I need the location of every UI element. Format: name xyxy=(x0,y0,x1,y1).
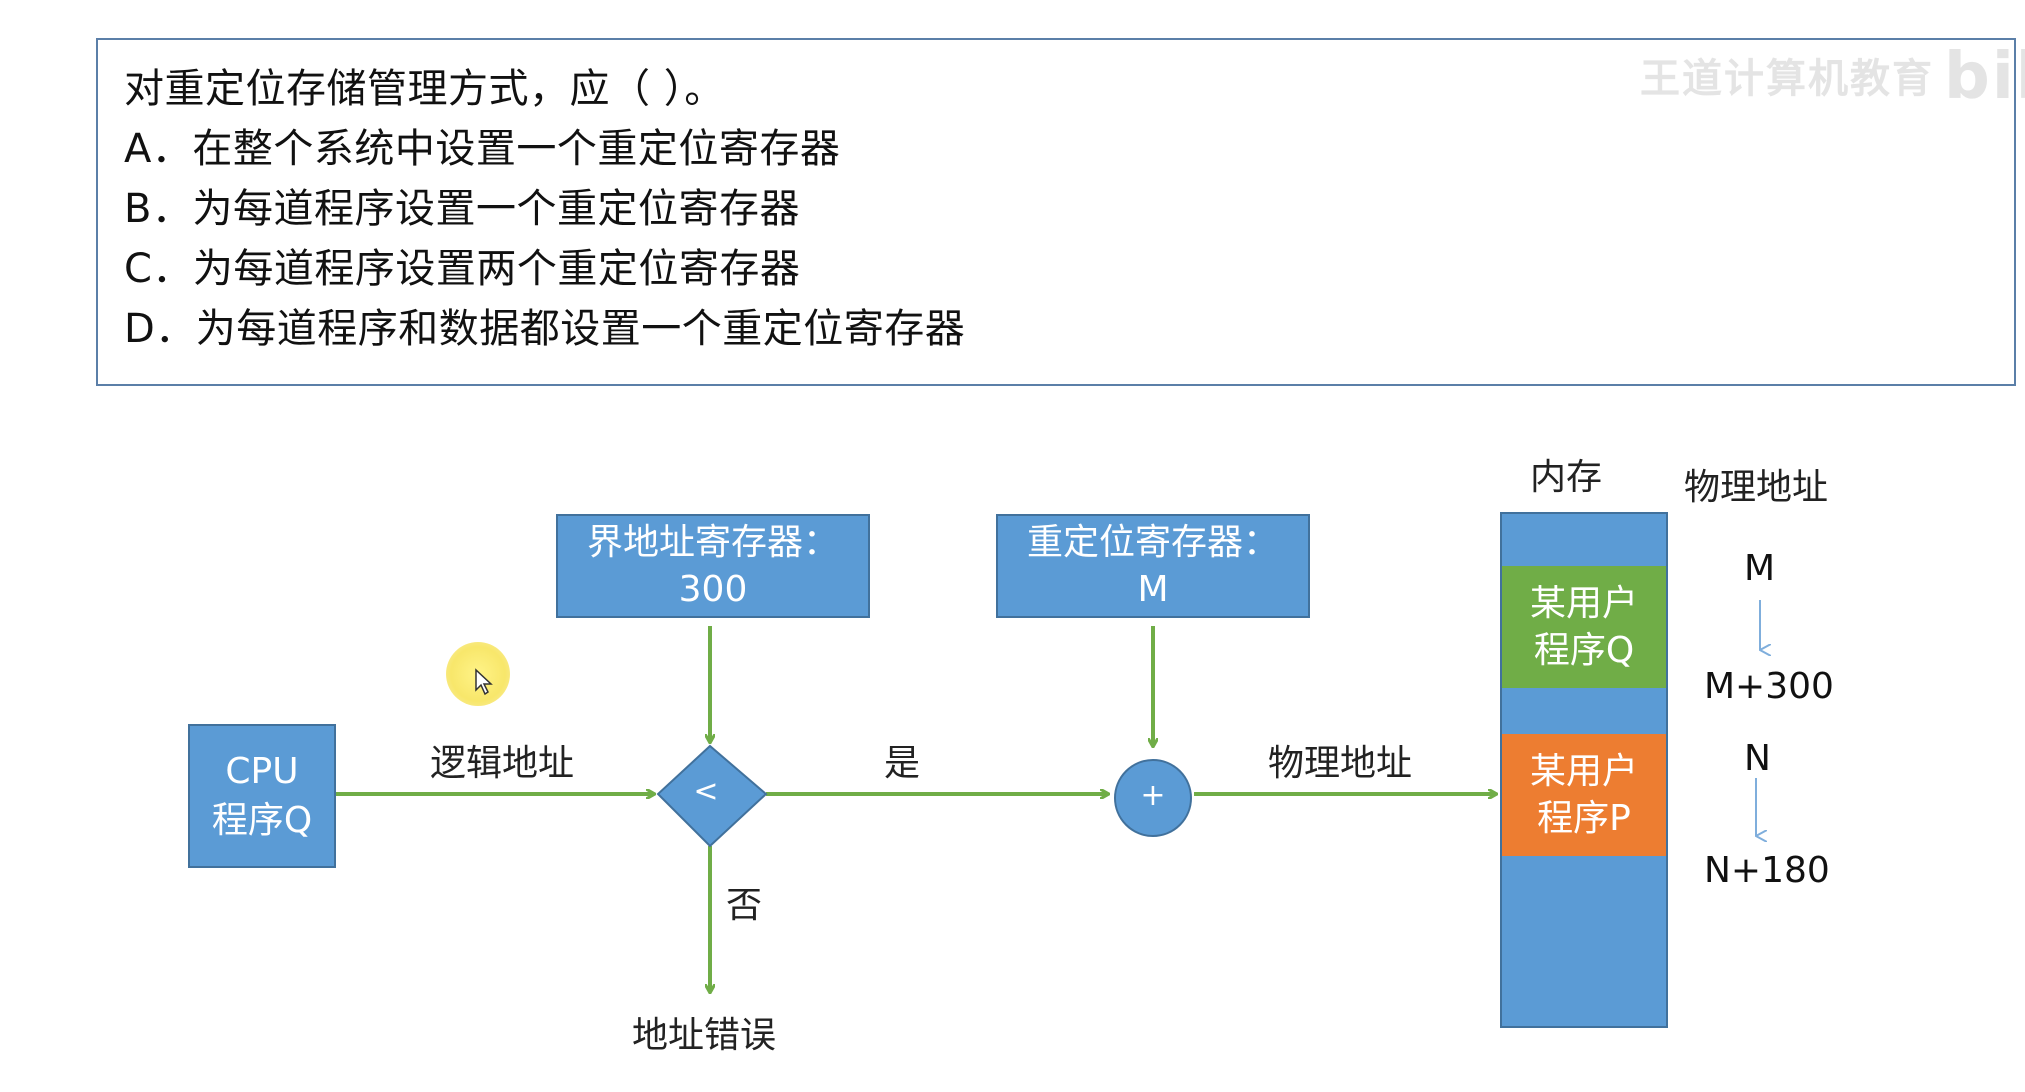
option-a: A．在整个系统中设置一个重定位寄存器 xyxy=(124,126,841,172)
program-p-line1: 某用户 xyxy=(1529,750,1638,792)
cpu-box: CPU 程序Q xyxy=(188,724,336,868)
physical-address-header: 物理地址 xyxy=(1684,467,1829,508)
address-m-end: M+300 xyxy=(1704,666,1834,707)
memory-program-p: 某用户 程序P xyxy=(1502,734,1666,856)
memory-title: 内存 xyxy=(1530,457,1603,498)
cpu-label: CPU xyxy=(225,750,299,792)
no-label: 否 xyxy=(726,885,763,926)
address-error-label: 地址错误 xyxy=(632,1015,777,1056)
relocation-register-box: 重定位寄存器： M xyxy=(996,514,1310,618)
mouse-pointer-icon xyxy=(475,668,493,696)
cpu-program-label: 程序Q xyxy=(211,800,313,841)
address-n-end: N+180 xyxy=(1704,850,1830,891)
program-q-line1: 某用户 xyxy=(1529,582,1638,624)
bound-register-title: 界地址寄存器： xyxy=(586,521,839,563)
memory-program-q: 某用户 程序Q xyxy=(1502,566,1666,688)
watermark-text: 王道计算机教育 xyxy=(1640,56,1934,102)
question-stem: 对重定位存储管理方式，应（ ）。 xyxy=(124,66,725,112)
physical-address-label: 物理地址 xyxy=(1268,743,1413,784)
add-symbol: + xyxy=(1140,778,1166,813)
option-d: D．为每道程序和数据都设置一个重定位寄存器 xyxy=(124,306,966,352)
logical-address-label: 逻辑地址 xyxy=(430,743,575,784)
watermark: 王道计算机教育bili xyxy=(1640,40,2025,114)
compare-symbol: < xyxy=(693,774,719,809)
bound-register-value: 300 xyxy=(678,569,748,610)
relocation-register-value: M xyxy=(1137,569,1169,610)
yes-label: 是 xyxy=(884,743,921,784)
adder-circle xyxy=(1114,759,1192,837)
program-q-line2: 程序Q xyxy=(1533,630,1635,671)
option-c: C．为每道程序设置两个重定位寄存器 xyxy=(124,246,801,292)
compare-diamond xyxy=(656,744,768,848)
bound-register-box: 界地址寄存器： 300 xyxy=(556,514,870,618)
question-box: 对重定位存储管理方式，应（ ）。 A．在整个系统中设置一个重定位寄存器 B．为每… xyxy=(96,38,2016,386)
option-b: B．为每道程序设置一个重定位寄存器 xyxy=(124,186,800,232)
address-m: M xyxy=(1744,548,1776,589)
program-p-line2: 程序P xyxy=(1537,798,1631,839)
relocation-register-title: 重定位寄存器： xyxy=(1026,521,1279,563)
bilibili-logo: bili xyxy=(1944,40,2025,114)
address-n: N xyxy=(1744,738,1771,779)
